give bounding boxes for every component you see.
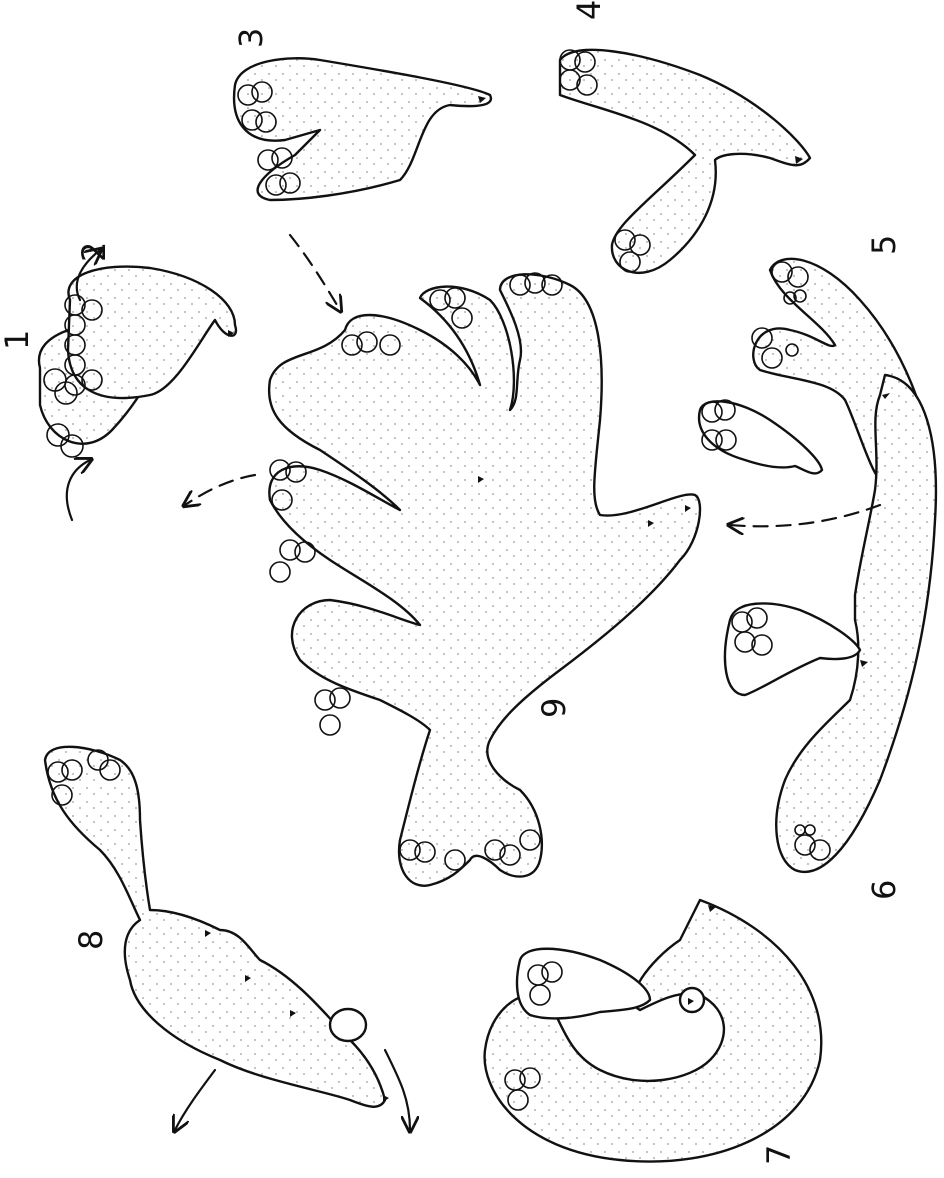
stage-label-7: 7: [760, 1145, 798, 1165]
stage-7-colony: [485, 900, 822, 1162]
stage-3-colony: [234, 58, 491, 200]
stage-label-9: 9: [535, 698, 573, 718]
stage-label-4: 4: [570, 0, 608, 20]
stage-label-8: 8: [72, 930, 110, 950]
stage-8-colony: [45, 747, 389, 1107]
central-colony-9: [269, 273, 700, 886]
stage-label-1: 1: [0, 330, 36, 350]
stage-label-6: 6: [865, 880, 903, 900]
stage-4-colony: [560, 50, 810, 273]
stage-label-5: 5: [865, 235, 903, 255]
stage-label-2: 2: [75, 242, 113, 262]
stage-2-colony: [65, 267, 236, 398]
stage-label-3: 3: [232, 28, 270, 48]
